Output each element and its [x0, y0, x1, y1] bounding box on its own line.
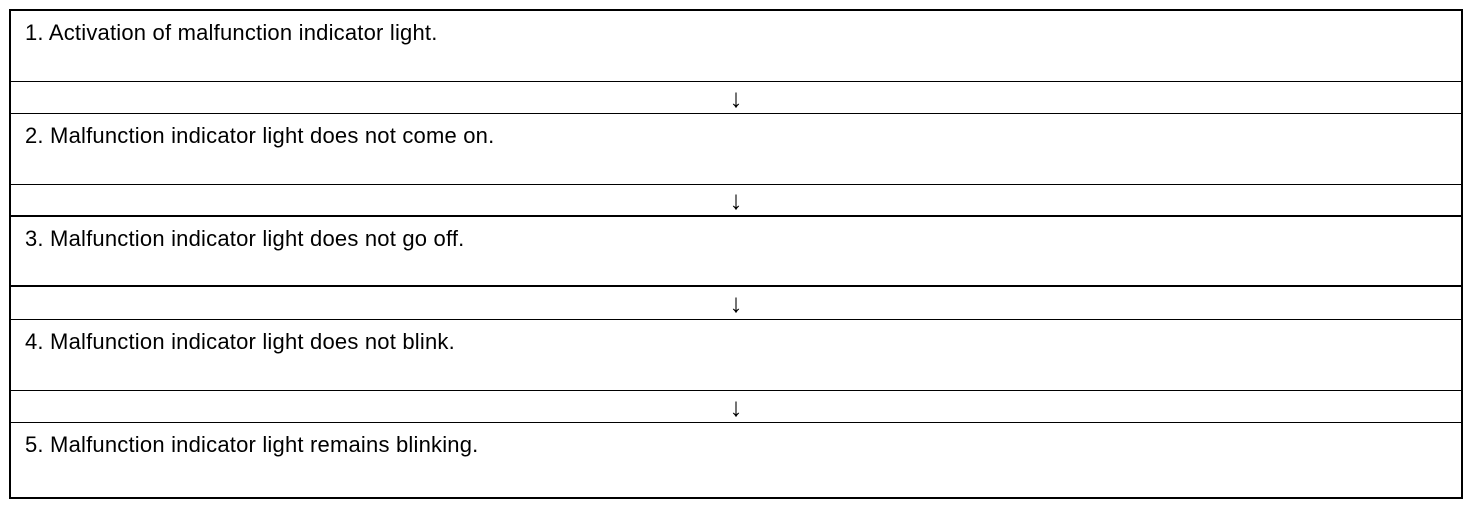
down-arrow-icon: ↓ [729, 82, 743, 113]
flow-step-3: 3. Malfunction indicator light does not … [11, 217, 1461, 287]
malfunction-indicator-flowchart: 1. Activation of malfunction indicator l… [9, 9, 1463, 499]
down-arrow-icon: ↓ [729, 391, 743, 422]
flow-step-4: 4. Malfunction indicator light does not … [25, 329, 455, 354]
flow-step-5: 5. Malfunction indicator light remains b… [25, 432, 479, 457]
down-arrow-row-4: ↓ [11, 390, 1461, 423]
flow-step-1: 1. Activation of malfunction indicator l… [25, 20, 438, 45]
down-arrow-row-3: ↓ [11, 287, 1461, 320]
down-arrow-row-1: ↓ [11, 81, 1461, 114]
flow-step-2: 2. Malfunction indicator light does not … [25, 123, 495, 148]
down-arrow-row-2: ↓ [11, 184, 1461, 217]
down-arrow-icon: ↓ [729, 288, 743, 318]
down-arrow-icon: ↓ [729, 185, 743, 215]
